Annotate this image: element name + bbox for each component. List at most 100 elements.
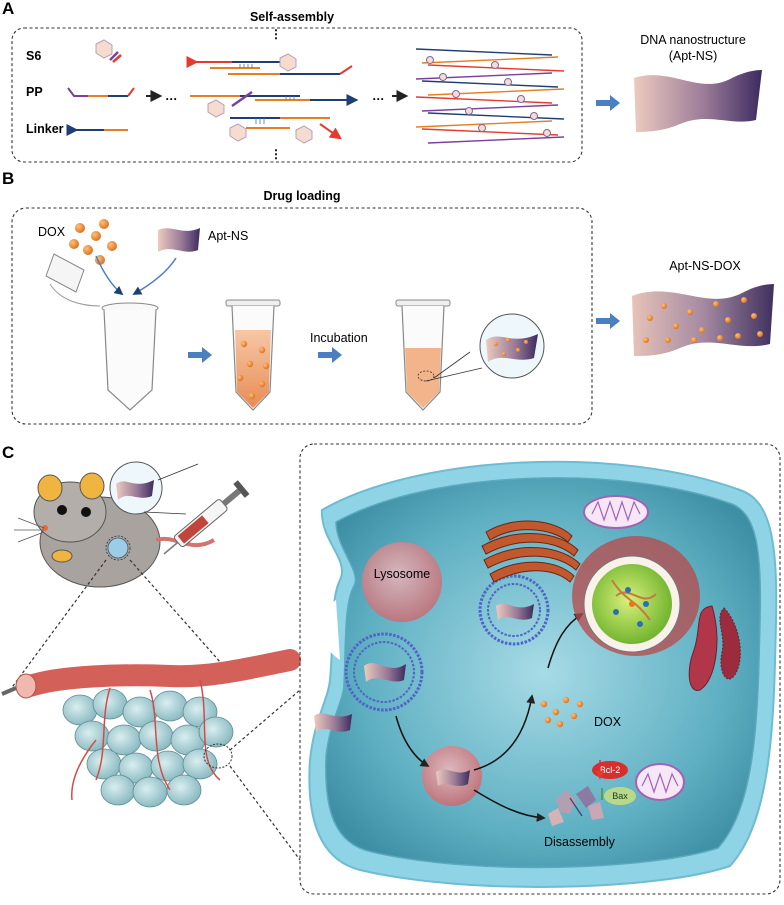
network-aptamer bbox=[530, 112, 538, 120]
golgi-apparatus bbox=[481, 520, 581, 583]
apt-ns-label-b: Apt-NS bbox=[208, 229, 248, 243]
apt-ns-entering bbox=[314, 713, 352, 732]
dox-molecule bbox=[236, 374, 244, 382]
apt-ns-label-line2: (Apt-NS) bbox=[669, 49, 718, 63]
add-dox-arrow bbox=[95, 255, 124, 296]
dox-molecule bbox=[506, 338, 510, 342]
network-strand bbox=[427, 112, 565, 120]
tumor-cell-blob bbox=[100, 774, 136, 806]
tumor-cell-blob bbox=[92, 688, 128, 720]
dox-molecule bbox=[240, 340, 248, 348]
dox-molecule bbox=[262, 362, 270, 370]
tumor-cell-blob bbox=[86, 748, 122, 780]
dox-molecule bbox=[725, 317, 731, 323]
dox-molecule bbox=[717, 335, 723, 341]
dox-molecule bbox=[647, 315, 653, 321]
dox-molecule bbox=[544, 716, 552, 724]
incubation-arrow bbox=[318, 347, 342, 363]
network-aptamer bbox=[491, 61, 499, 69]
apt-ns-dox-sheet bbox=[632, 284, 774, 356]
dox-molecule bbox=[741, 297, 747, 303]
svg-text:⋮: ⋮ bbox=[270, 147, 282, 161]
mitochondrion-bottom bbox=[635, 763, 685, 801]
network-aptamer bbox=[439, 73, 447, 81]
panel-a-letter: A bbox=[2, 0, 14, 18]
bax-label: Bax bbox=[612, 791, 628, 801]
panel-c: C bbox=[1, 443, 781, 895]
dox-molecule bbox=[661, 303, 667, 309]
network-strand bbox=[421, 56, 559, 64]
dox-molecule bbox=[516, 348, 520, 352]
pp-label: PP bbox=[26, 85, 43, 99]
disassembled-fragments bbox=[548, 786, 604, 826]
dox-label-c: DOX bbox=[594, 715, 622, 729]
dox-molecule bbox=[687, 309, 693, 315]
dox-molecule bbox=[735, 333, 741, 339]
panel-b-letter: B bbox=[2, 169, 14, 188]
s6-label: S6 bbox=[26, 49, 41, 63]
ellipsis-right: … bbox=[372, 89, 385, 103]
add-ns-arrow bbox=[132, 257, 177, 295]
dox-molecule bbox=[246, 360, 254, 368]
dox-molecule bbox=[757, 331, 763, 337]
network-strand bbox=[421, 80, 559, 88]
dox-label-b: DOX bbox=[38, 225, 66, 239]
cell-zoom-frame bbox=[299, 443, 781, 895]
apt-ns-dox-label: Apt-NS-DOX bbox=[669, 259, 741, 273]
dox-molecule bbox=[502, 352, 506, 356]
dox-molecule bbox=[699, 327, 705, 333]
incubated-tube bbox=[395, 299, 545, 411]
tumor-cell-blob bbox=[182, 748, 218, 780]
network-strand bbox=[427, 136, 565, 144]
dox-molecule bbox=[562, 696, 570, 704]
dox-molecule bbox=[99, 219, 109, 229]
released-dox bbox=[540, 696, 584, 728]
dox-molecule bbox=[83, 245, 93, 255]
tumor-cell-blob bbox=[132, 776, 168, 808]
panel-a: A Self-assembly S6 PP Linker … ⋮ bbox=[2, 0, 762, 163]
network-aptamer bbox=[517, 95, 525, 103]
degrading-lysosome bbox=[422, 746, 482, 806]
dox-molecule bbox=[75, 223, 85, 233]
dna-network bbox=[415, 48, 565, 144]
tumor-cell-blob bbox=[198, 716, 234, 748]
dox-molecule bbox=[540, 700, 548, 708]
dox-molecule bbox=[107, 241, 117, 251]
network-strand bbox=[415, 48, 553, 56]
network-strand bbox=[421, 104, 559, 112]
disassembly-label: Disassembly bbox=[544, 835, 616, 849]
dox-molecule bbox=[552, 708, 560, 716]
bcl2-label: Bcl-2 bbox=[600, 765, 621, 775]
dox-molecule bbox=[691, 337, 697, 343]
bcl2-badge: Bcl-2 bbox=[592, 760, 628, 780]
panel-c-letter: C bbox=[2, 443, 14, 462]
dox-molecule bbox=[570, 712, 578, 720]
network-strand bbox=[415, 120, 553, 128]
network-aptamer bbox=[504, 78, 512, 86]
dox-molecule bbox=[643, 337, 649, 343]
apt-ns-sheet bbox=[634, 70, 762, 132]
tumor-cell-blob bbox=[166, 774, 202, 806]
dox-molecules-b bbox=[69, 219, 117, 265]
endosome-1 bbox=[478, 574, 550, 646]
dox-molecule bbox=[673, 323, 679, 329]
network-strand bbox=[415, 72, 553, 80]
apt-ns-mini-sheet bbox=[158, 228, 200, 252]
injection-syringe bbox=[109, 461, 250, 555]
panel-a-title: Self-assembly bbox=[250, 10, 334, 24]
network-strand bbox=[421, 128, 559, 136]
nucleus bbox=[572, 536, 700, 656]
endosome-2 bbox=[344, 632, 424, 712]
network-aptamer bbox=[426, 56, 434, 64]
assembly-intermediate: ⋮ ⋮ bbox=[186, 27, 359, 161]
network-aptamer bbox=[465, 107, 473, 115]
dox-molecule bbox=[258, 380, 266, 388]
incubation-label: Incubation bbox=[310, 331, 368, 345]
mixing-tube bbox=[225, 299, 281, 411]
dox-molecule bbox=[556, 720, 564, 728]
panel-b-frame bbox=[11, 207, 593, 425]
mitochondrion-top bbox=[583, 495, 649, 529]
empty-tube bbox=[45, 253, 159, 411]
mix-arrow bbox=[188, 347, 212, 363]
